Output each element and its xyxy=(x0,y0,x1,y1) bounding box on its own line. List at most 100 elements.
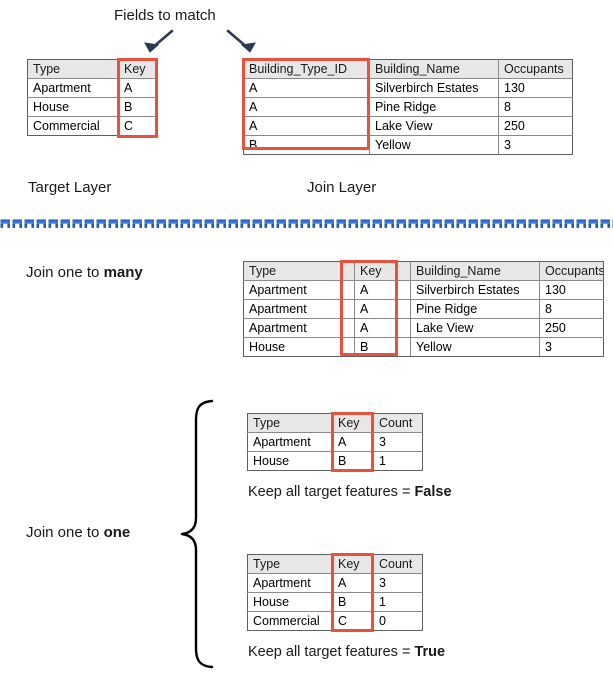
target-layer-label: Target Layer xyxy=(28,179,112,196)
table-cell: A xyxy=(332,432,374,452)
column-header-occupants: Occupants xyxy=(539,261,604,281)
table-cell: 8 xyxy=(539,299,604,319)
table-cell: 1 xyxy=(373,592,423,612)
table-cell: Pine Ridge xyxy=(410,299,540,319)
decorative-divider-icon xyxy=(0,219,613,230)
table-cell: Apartment xyxy=(243,280,355,300)
table-cell: 250 xyxy=(498,116,573,136)
table-cell: 3 xyxy=(373,573,423,593)
column-header-building-name: Building_Name xyxy=(369,59,499,79)
table-cell: A xyxy=(243,78,370,98)
keep-false-prefix: Keep all target features = xyxy=(248,484,415,500)
arrow-down-right-icon xyxy=(226,29,256,53)
column-header-count: Count xyxy=(373,554,423,574)
column-header-type: Type xyxy=(27,59,119,79)
table-cell: Apartment xyxy=(243,318,355,338)
column-header-key: Key xyxy=(118,59,158,79)
table-cell: Commercial xyxy=(27,116,119,136)
table-cell: Silverbirch Estates xyxy=(369,78,499,98)
curly-brace-icon xyxy=(180,399,214,669)
table-cell: House xyxy=(247,451,333,471)
column-header-type: Type xyxy=(247,413,333,433)
join-one-to-many-prefix: Join one to xyxy=(26,264,104,281)
table-cell: House xyxy=(247,592,333,612)
table-cell: House xyxy=(27,97,119,117)
table-cell: 3 xyxy=(539,337,604,357)
keep-false-emph: False xyxy=(414,484,452,500)
table-cell: Apartment xyxy=(243,299,355,319)
table-cell: C xyxy=(118,116,158,136)
table-cell: 8 xyxy=(498,97,573,117)
table-cell: A xyxy=(243,97,370,117)
join-one-to-one-prefix: Join one to xyxy=(26,524,104,541)
table-cell: 250 xyxy=(539,318,604,338)
table-cell: A xyxy=(354,318,411,338)
table-cell: B xyxy=(243,135,370,155)
join-layer-label: Join Layer xyxy=(307,179,377,196)
join-one-to-many-emph: many xyxy=(103,264,143,281)
column-header-key: Key xyxy=(332,554,374,574)
keep-false-label: Keep all target features = False xyxy=(248,485,452,500)
table-cell: A xyxy=(332,573,374,593)
table-cell: Yellow xyxy=(369,135,499,155)
table-cell: Apartment xyxy=(247,573,333,593)
table-cell: 130 xyxy=(498,78,573,98)
join-one-to-one-emph: one xyxy=(103,524,131,541)
table-cell: 130 xyxy=(539,280,604,300)
table-cell: B xyxy=(332,592,374,612)
table-cell: Pine Ridge xyxy=(369,97,499,117)
table-cell: Silverbirch Estates xyxy=(410,280,540,300)
table-cell: Yellow xyxy=(410,337,540,357)
table-cell: B xyxy=(354,337,411,357)
table-cell: House xyxy=(243,337,355,357)
table-cell: Lake View xyxy=(410,318,540,338)
table-cell: C xyxy=(332,611,374,631)
keep-true-prefix: Keep all target features = xyxy=(248,644,415,660)
keep-true-emph: True xyxy=(414,644,446,660)
table-cell: Lake View xyxy=(369,116,499,136)
table-cell: B xyxy=(118,97,158,117)
table-cell: A xyxy=(354,299,411,319)
fields-to-match-label: Fields to match xyxy=(114,7,216,24)
arrow-down-left-icon xyxy=(144,29,174,53)
table-cell: 0 xyxy=(373,611,423,631)
join-one-to-one-label: Join one to one xyxy=(26,525,130,540)
table-cell: 3 xyxy=(373,432,423,452)
column-header-count: Count xyxy=(373,413,423,433)
table-cell: Apartment xyxy=(27,78,119,98)
join-one-to-many-label: Join one to many xyxy=(26,265,143,280)
column-header-key: Key xyxy=(332,413,374,433)
table-cell: Commercial xyxy=(247,611,333,631)
column-header-type: Type xyxy=(247,554,333,574)
table-cell: Apartment xyxy=(247,432,333,452)
table-cell: A xyxy=(118,78,158,98)
table-cell: A xyxy=(243,116,370,136)
column-header-building-type-id: Building_Type_ID xyxy=(243,59,370,79)
column-header-building-name: Building_Name xyxy=(410,261,540,281)
table-cell: A xyxy=(354,280,411,300)
